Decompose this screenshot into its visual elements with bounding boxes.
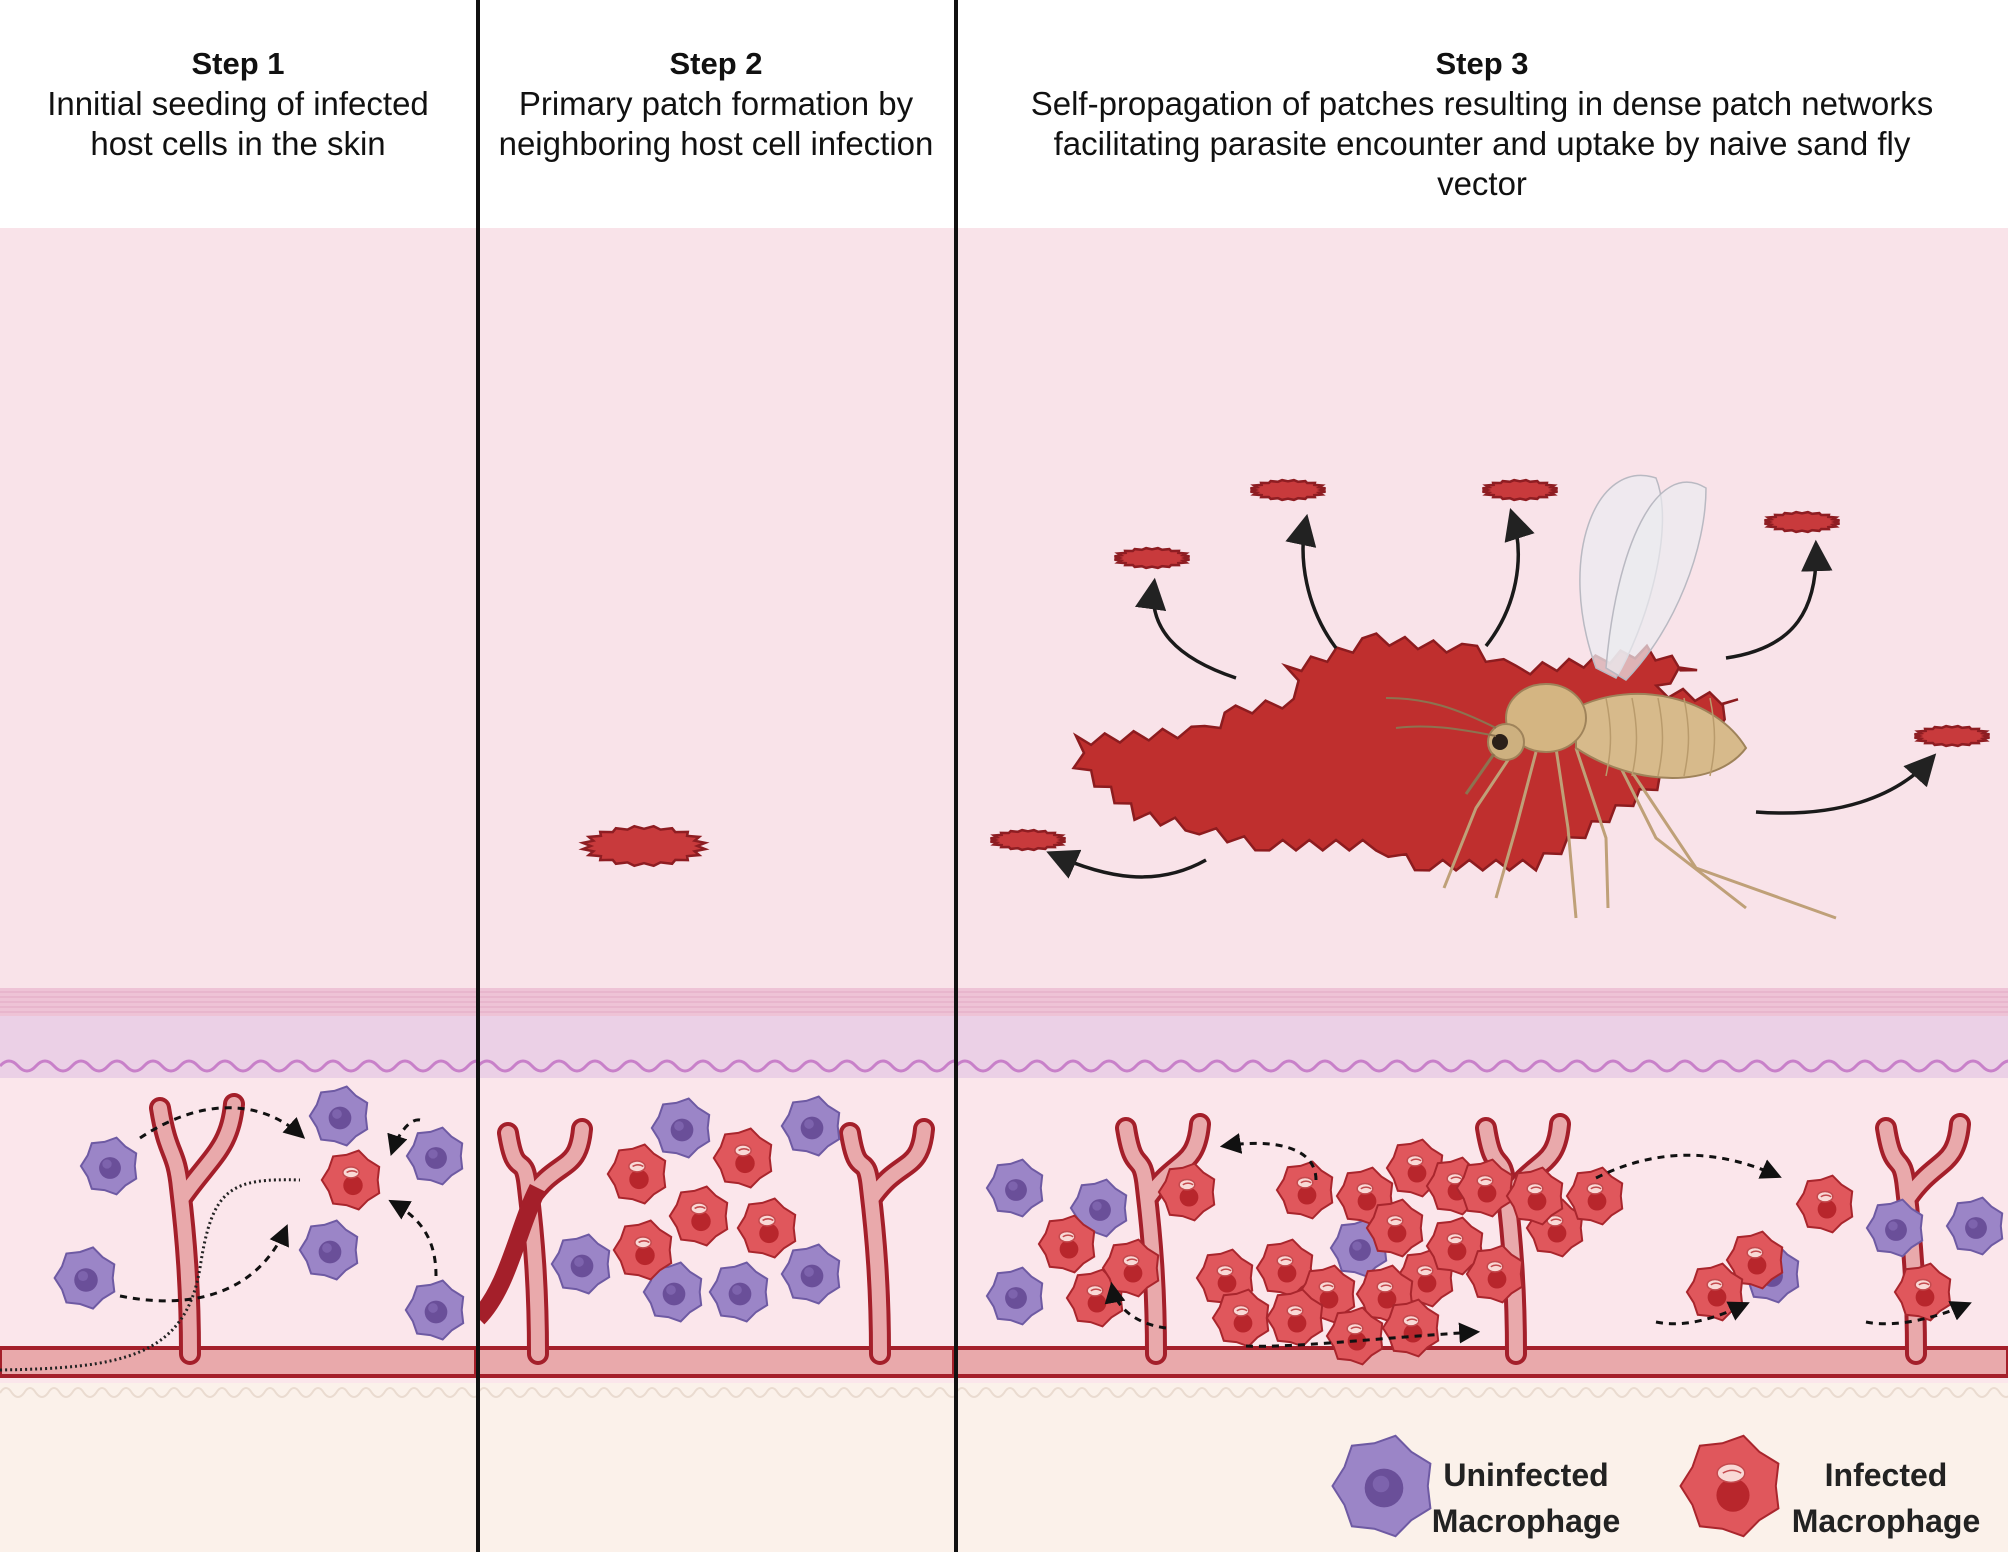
infected-macrophage-icon: [712, 1127, 773, 1189]
uninfected-macrophage-icon: [642, 1261, 703, 1323]
uninfected-macrophage-icon: [298, 1219, 359, 1281]
migration-arrow: [1104, 1281, 1167, 1330]
uninfected-macrophage-icon: [1331, 1434, 1432, 1538]
infected-macrophage-icon: [612, 1219, 673, 1281]
panel-step-1: Step 1 Innitial seeding of infected host…: [0, 0, 476, 1552]
spread-arrow: [1046, 849, 1207, 879]
hypodermis-layer: [0, 1383, 476, 1552]
spread-arrow: [1725, 539, 1833, 660]
panel-step-3: Step 3 Self-propagation of patches resul…: [956, 0, 2008, 1552]
infection-patch: [1764, 510, 1840, 534]
uninfected-macrophage-icon: [708, 1261, 769, 1323]
infected-macrophage-icon: [1037, 1214, 1096, 1274]
infected-macrophage-icon: [1565, 1166, 1624, 1226]
epidermis-layer: [478, 228, 954, 988]
infection-patch: [578, 824, 710, 868]
panel-divider: [476, 0, 480, 1552]
infection-patch: [1114, 546, 1190, 570]
spread-arrow: [1285, 513, 1338, 650]
uninfected-macrophage-icon: [308, 1085, 369, 1147]
infected-macrophage-icon: [1465, 1244, 1524, 1304]
infected-macrophage-icon: [1725, 1230, 1784, 1290]
infected-macrophage-icon: [1265, 1288, 1324, 1348]
sand-fly-icon: [1385, 474, 1837, 920]
migration-arrow: [1219, 1133, 1318, 1181]
skin-scene: [0, 228, 476, 1552]
infected-macrophage-icon: [1381, 1298, 1440, 1358]
panel-header: Step 3 Self-propagation of patches resul…: [956, 0, 2008, 228]
blood-vessel: [0, 1346, 476, 1378]
uninfected-macrophage-icon: [985, 1158, 1044, 1218]
uninfected-macrophage-icon: [79, 1136, 138, 1196]
migration-arrow: [119, 1224, 289, 1303]
blood-vessel: [956, 1346, 2008, 1378]
migration-arrow: [388, 1199, 438, 1277]
uninfected-macrophage-icon: [1865, 1198, 1924, 1258]
infected-macrophage-icon: [1455, 1158, 1514, 1218]
infected-macrophage-icon: [1275, 1160, 1334, 1220]
step-description: Self-propagation of patches resulting in…: [1030, 85, 1934, 202]
skin-scene: [956, 228, 2008, 1552]
uninfected-macrophage-icon: [985, 1266, 1044, 1326]
step-title: Step 3: [1435, 46, 1529, 81]
vessel-branch: [149, 1093, 245, 1365]
infected-macrophage-icon: [1211, 1288, 1270, 1348]
infected-macrophage-icon: [1365, 1198, 1424, 1258]
uninfected-macrophage-icon: [550, 1233, 611, 1295]
step-description: Innitial seeding of infected host cells …: [47, 85, 429, 162]
infected-macrophage-icon: [1505, 1166, 1564, 1226]
uninfected-macrophage-icon: [1945, 1196, 2004, 1256]
infection-patch: [1482, 478, 1558, 502]
migration-arrow: [1245, 1322, 1481, 1348]
migration-arrow: [1655, 1301, 1750, 1326]
spread-arrow: [1755, 753, 1937, 815]
panel-header: Step 2 Primary patch formation by neighb…: [478, 0, 954, 228]
uninfected-macrophage-icon: [1069, 1178, 1128, 1238]
legend-uninfected-label: Uninfected Macrophage: [1431, 1457, 1621, 1539]
step-description: Primary patch formation by neighboring h…: [498, 85, 934, 162]
legend-infected-label: Infected Macrophage: [1791, 1457, 1981, 1539]
migration-arrow: [1595, 1153, 1782, 1180]
uninfected-macrophage-icon: [404, 1279, 465, 1341]
basement-membrane: [956, 1059, 2008, 1073]
infected-macrophage-icon: [1157, 1162, 1216, 1222]
migration-arrow: [139, 1106, 306, 1140]
basement-membrane: [0, 1059, 476, 1073]
migration-arrow: [1865, 1301, 1972, 1326]
infected-macrophage-icon: [736, 1197, 797, 1259]
infected-macrophage-icon: [1425, 1216, 1484, 1276]
panel-step-2: Step 2 Primary patch formation by neighb…: [478, 0, 954, 1552]
infected-macrophage-icon: [1325, 1306, 1384, 1366]
infected-macrophage-icon: [668, 1185, 729, 1247]
infection-patch: [1914, 724, 1990, 748]
migration-arrow: [387, 1118, 421, 1156]
uninfected-macrophage-icon: [780, 1095, 841, 1157]
hypodermis-layer: [478, 1383, 954, 1552]
vessel-branch: [1115, 1113, 1211, 1365]
epidermis-layer: [0, 228, 476, 988]
step-title: Step 2: [669, 46, 763, 81]
uninfected-macrophage-icon: [780, 1243, 841, 1305]
skin-scene: [478, 228, 954, 1552]
infection-patch: [1250, 478, 1326, 502]
hypodermis-layer: [956, 1383, 2008, 1552]
infected-macrophage-icon: [606, 1143, 667, 1205]
spread-arrow: [1484, 507, 1535, 648]
panel-divider: [954, 0, 958, 1552]
basement-membrane: [478, 1059, 954, 1073]
step-title: Step 1: [191, 46, 285, 81]
infected-macrophage-icon: [1679, 1434, 1780, 1538]
infected-macrophage-icon: [1795, 1174, 1854, 1234]
vessel-branch: [839, 1118, 935, 1365]
infection-patch: [990, 828, 1066, 852]
uninfected-macrophage-icon: [53, 1246, 116, 1310]
uninfected-macrophage-icon: [405, 1126, 464, 1186]
infected-macrophage-icon: [320, 1149, 381, 1211]
spread-arrow: [1135, 577, 1237, 680]
uninfected-macrophage-icon: [650, 1097, 711, 1159]
panel-header: Step 1 Innitial seeding of infected host…: [0, 0, 476, 228]
